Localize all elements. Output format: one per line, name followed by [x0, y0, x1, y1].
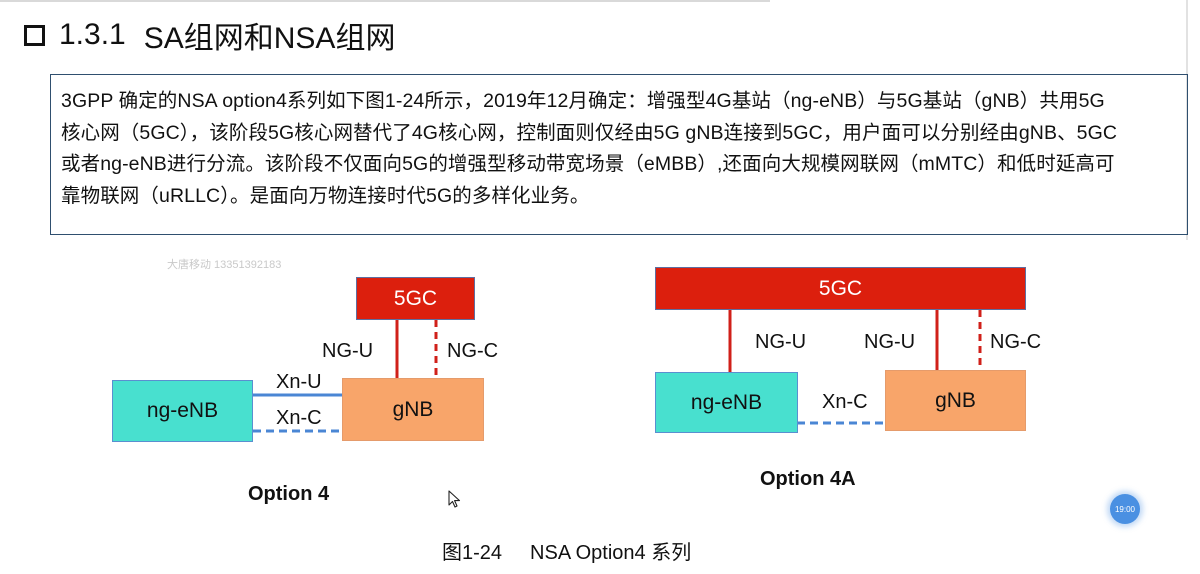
clock-badge[interactable]: 19:00 [1110, 494, 1140, 524]
section-title: SA组网和NSA组网 [143, 22, 396, 55]
option4a-gnb-box: gNB [885, 370, 1026, 431]
option4a-xn-c-label: Xn-C [822, 391, 868, 413]
option4-xn-c-label: Xn-C [276, 407, 322, 429]
option4a-gnb-label: gNB [935, 388, 976, 412]
option4-caption: Option 4 [248, 483, 330, 505]
option4a-ng-u-gnb-label: NG-U [864, 331, 916, 353]
option4-gnb-label: gNB [392, 397, 434, 421]
option4-ng-enb-label: ng-eNB [146, 399, 219, 422]
option4a-ng-u-enb-label: NG-U [755, 331, 807, 353]
square-bullet-icon [24, 24, 45, 46]
paragraph-line: 或者ng-eNB进行分流。该阶段不仅面向5G的增强型移动带宽场景（eMBB）,还… [61, 153, 1115, 175]
option4a-5gc-box: 5GC [655, 267, 1026, 310]
figure-number: 图1-24 [442, 542, 503, 564]
option4a-ng-c-label: NG-C [990, 331, 1042, 353]
option4-xn-u-label: Xn-U [276, 371, 322, 393]
section-heading: 1.3.1 SA组网和NSA组网 [24, 14, 395, 56]
option4-ng-enb-box: ng-eNB [112, 380, 253, 442]
paragraph-line: 核心网（5GC），该阶段5G核心网替代了4G核心网，控制面则仅经由5G gNB连… [61, 121, 1118, 144]
option4-5gc-label: 5GC [393, 286, 438, 310]
option4a-ng-enb-box: ng-eNB [655, 372, 798, 433]
option4-5gc-box: 5GC [356, 277, 475, 320]
option4-ng-u-label: NG-U [322, 340, 374, 362]
paragraph-line: 3GPP 确定的NSA option4系列如下图1-24所示，2019年12月确… [61, 90, 1105, 112]
option4-ng-c-label: NG-C [447, 340, 499, 362]
description-box: 3GPP 确定的NSA option4系列如下图1-24所示，2019年12月确… [50, 74, 1188, 235]
figure-caption: 图1-24 NSA Option4 系列 [442, 536, 691, 565]
paragraph-line: 靠物联网（uRLLC）。是面向万物连接时代5G的多样化业务。 [61, 184, 590, 207]
figure-title: NSA Option4 系列 [530, 542, 692, 564]
option4-gnb-box: gNB [342, 378, 484, 441]
option4a-caption: Option 4A [760, 468, 856, 490]
option4a-5gc-label: 5GC [818, 276, 863, 300]
top-divider [0, 0, 770, 2]
mouse-pointer-icon [448, 490, 461, 508]
option4a-ng-enb-label: ng-eNB [690, 390, 763, 414]
section-number: 1.3.1 [59, 18, 126, 51]
watermark: 大唐移动 13351392183 [167, 259, 282, 271]
